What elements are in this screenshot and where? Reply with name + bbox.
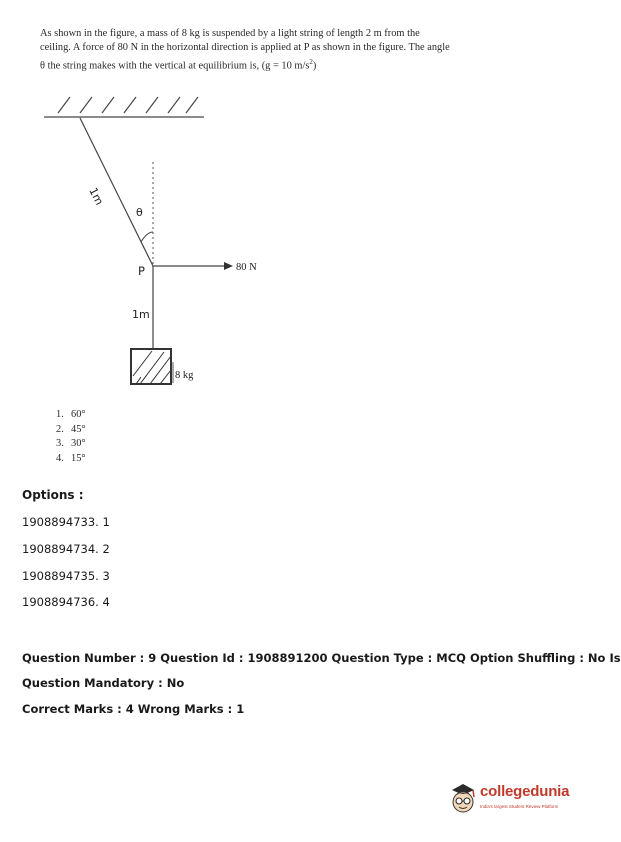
collegedunia-logo: collegedunia India's largest Student Rev… <box>446 776 576 816</box>
choice-item: 3.30° <box>56 438 86 449</box>
force-label: 80 N <box>236 262 257 273</box>
option-item: 1908894735. 3 <box>22 569 110 583</box>
upper-string <box>79 117 154 267</box>
ceiling <box>44 96 204 118</box>
angle-arc <box>140 231 154 243</box>
angle-label: θ <box>136 206 143 219</box>
force-arrowhead <box>224 262 233 270</box>
choice-item: 4.15° <box>56 452 86 464</box>
option-item: 1908894736. 4 <box>22 595 110 609</box>
choice-item: 2.45° <box>56 423 86 435</box>
question-text: As shown in the figure, a mass of 8 kg i… <box>40 28 450 72</box>
upper-length-label: 1m <box>86 185 106 207</box>
question-meta-line: Question Number : 9 Question Id : 190889… <box>22 651 621 665</box>
option-item: 1908894733. 1 <box>22 515 110 529</box>
logo-wordmark: collegedunia <box>480 783 570 800</box>
option-item: 1908894734. 2 <box>22 542 110 556</box>
lower-length-label: 1m <box>132 308 150 321</box>
mascot-icon <box>452 784 475 813</box>
logo-tagline: India's largest Student Review Platform <box>480 804 559 809</box>
mass-label: 8 kg <box>175 370 194 381</box>
point-label: P <box>138 264 145 278</box>
question-meta-line: Correct Marks : 4 Wrong Marks : 1 <box>22 702 245 716</box>
question-meta-line: Question Mandatory : No <box>22 676 185 690</box>
choice-item: 1.60° <box>56 409 86 420</box>
options-heading: Options : <box>22 488 84 502</box>
answer-choices: 1.60° 2.45° 3.30° 4.15° <box>56 408 86 466</box>
mass-block <box>130 348 172 385</box>
